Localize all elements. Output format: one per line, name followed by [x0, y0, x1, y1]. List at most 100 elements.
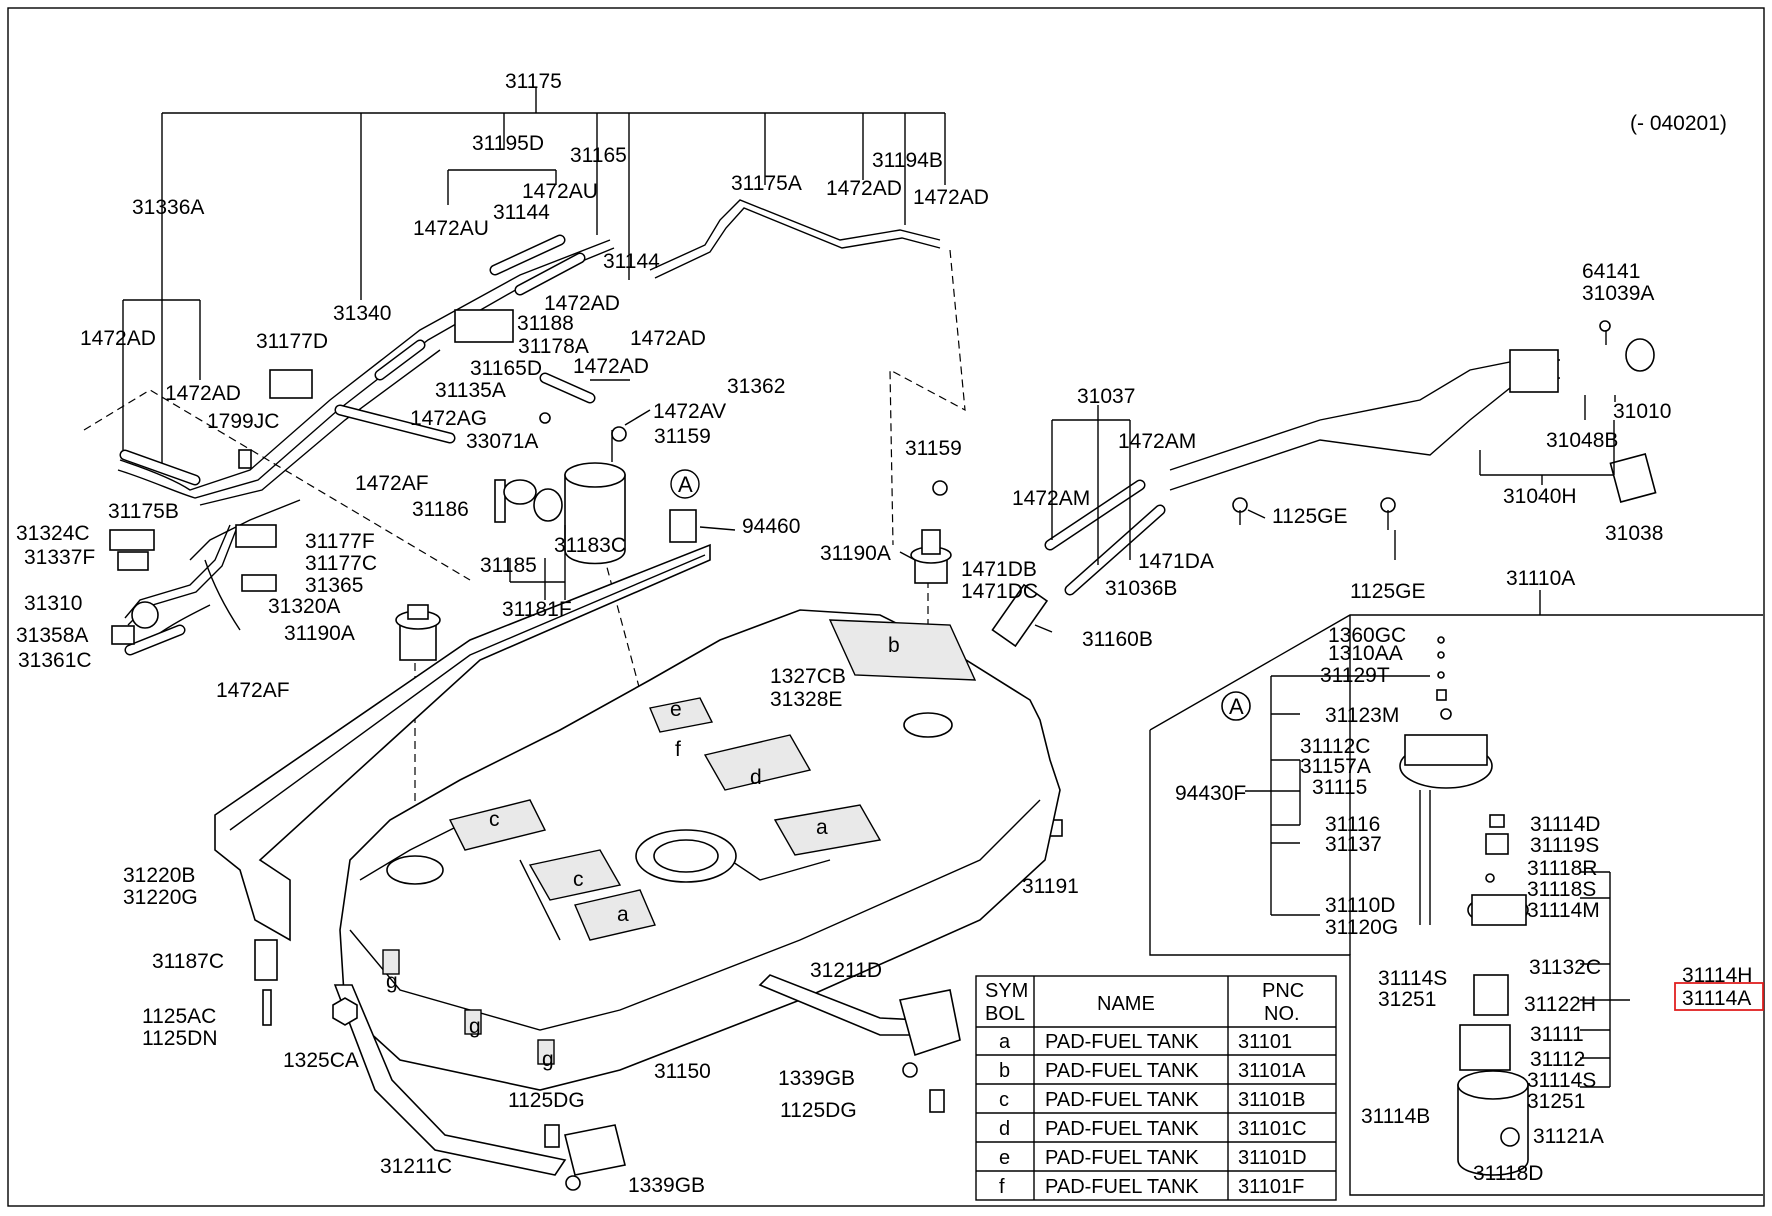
part-label: 31037 — [1077, 385, 1135, 408]
table-cell-name: PAD-FUEL TANK — [1045, 1147, 1199, 1169]
table-header-symbol: SYM — [985, 980, 1028, 1002]
part-label: 31320A — [268, 595, 340, 618]
connector-94460 — [669, 509, 697, 543]
fuel-lines — [117, 199, 941, 656]
table-header-name: NAME — [1097, 993, 1155, 1015]
part-label: 1125GE — [1272, 505, 1348, 528]
part-label: 1472AD — [165, 382, 241, 405]
table-cell-symbol: f — [999, 1176, 1005, 1198]
pad-a1 — [574, 889, 656, 941]
part-label: 31114M — [1527, 899, 1600, 922]
part-label: 31114S — [1378, 967, 1447, 990]
part-label: 1125AC — [142, 1005, 216, 1028]
part-label: 1125DN — [142, 1027, 218, 1050]
table-cell-name: PAD-FUEL TANK — [1045, 1060, 1199, 1082]
part-label: 31362 — [727, 375, 785, 398]
table-cell-name: PAD-FUEL TANK — [1045, 1176, 1199, 1198]
table-cell-symbol: b — [999, 1060, 1010, 1082]
part-label: 31111 — [1530, 1023, 1584, 1046]
part-label: 31336A — [132, 196, 204, 219]
table-cell-pnc: 31101D — [1238, 1147, 1307, 1169]
part-label: 1472AM — [1118, 430, 1196, 453]
part-label: 31220G — [123, 886, 198, 909]
table-cell-symbol: a — [999, 1031, 1011, 1053]
part-label: 1125DG — [508, 1089, 585, 1112]
part-label: 31112 — [1530, 1048, 1585, 1071]
table-cell-pnc: 31101F — [1238, 1176, 1304, 1198]
part-label: 31175A — [731, 172, 802, 195]
part-label: 31187C — [152, 950, 224, 973]
bracket-31037 — [1051, 405, 1131, 565]
part-label: 1125DG — [780, 1099, 857, 1122]
bracket-31114A — [1580, 871, 1630, 1088]
pad-letter: b — [888, 634, 900, 657]
bolt-31159-b — [932, 480, 948, 496]
table-cell-name: PAD-FUEL TANK — [1045, 1118, 1199, 1140]
part-label: 31144 — [603, 250, 660, 273]
pad-b — [828, 619, 977, 681]
part-label: 94460 — [742, 515, 800, 538]
part-label: 31194B — [872, 149, 943, 172]
part-label: 31121A — [1533, 1125, 1604, 1148]
pad-letter: g — [386, 970, 398, 993]
part-label-highlighted: 31114A — [1682, 987, 1751, 1010]
part-label: 31175 — [505, 70, 562, 93]
part-label: 31251 — [1527, 1090, 1585, 1113]
part-label: 31183C — [554, 534, 626, 557]
part-label: 1472AU — [413, 217, 489, 240]
part-label: 31114S — [1527, 1069, 1596, 1092]
table-cell-symbol: c — [999, 1089, 1009, 1111]
part-label: 1472AD — [544, 292, 620, 315]
pad-letter: e — [670, 698, 682, 721]
part-label: 31191 — [1022, 875, 1079, 898]
bracket-31040H — [1479, 330, 1615, 485]
part-label: 31010 — [1613, 400, 1671, 423]
part-label: 31190A — [284, 622, 355, 645]
canister-31135A — [454, 309, 514, 343]
connector-31324C — [109, 529, 155, 551]
table-cell-pnc: 31101C — [1238, 1118, 1307, 1140]
clip-31365 — [241, 574, 277, 592]
part-label: 1471DA — [1138, 550, 1214, 573]
sender-31190A-right — [910, 529, 952, 584]
table-cell-name: PAD-FUEL TANK — [1045, 1089, 1199, 1111]
part-label: 1472AG — [410, 407, 487, 430]
connector-31358A — [111, 625, 135, 645]
pad-letter: d — [750, 766, 762, 789]
part-label: 31118S — [1527, 878, 1596, 901]
diagram-frame — [7, 7, 1765, 1207]
pump-inset — [1149, 590, 1763, 1196]
sender-31190A-left — [395, 604, 441, 661]
highlight-box — [1674, 982, 1764, 1011]
tank-straps — [254, 939, 961, 1191]
part-label: 31220B — [123, 864, 195, 887]
part-label: 31135A — [435, 379, 506, 402]
pad-d — [703, 734, 812, 791]
part-label: 31112C — [1300, 735, 1370, 758]
part-label: 31115 — [1312, 776, 1367, 799]
part-label: 31129T — [1320, 664, 1390, 687]
pad-c2 — [528, 849, 622, 901]
part-label: 31328E — [770, 688, 842, 711]
table-header-pnc: PNC — [1262, 980, 1304, 1002]
part-label: 31159 — [905, 437, 962, 460]
pad-letter: g — [469, 1015, 481, 1038]
part-label: 31165D — [470, 357, 542, 380]
clip-1799JC — [238, 449, 252, 469]
part-label: 31310 — [24, 592, 82, 615]
part-label: 1471DB — [961, 558, 1037, 581]
part-label: 31358A — [16, 624, 88, 647]
part-label: 31211C — [380, 1155, 452, 1178]
pad-letter: a — [816, 816, 828, 839]
callout-a-circle — [670, 469, 700, 499]
part-label: 31159 — [654, 425, 711, 448]
part-label: 31365 — [305, 574, 363, 597]
part-label: 31116 — [1325, 813, 1380, 836]
part-label: 31114B — [1361, 1105, 1430, 1128]
part-label: 31251 — [1378, 988, 1436, 1011]
fuel-tank — [214, 543, 1061, 1091]
part-label: 1472AD — [80, 327, 156, 350]
